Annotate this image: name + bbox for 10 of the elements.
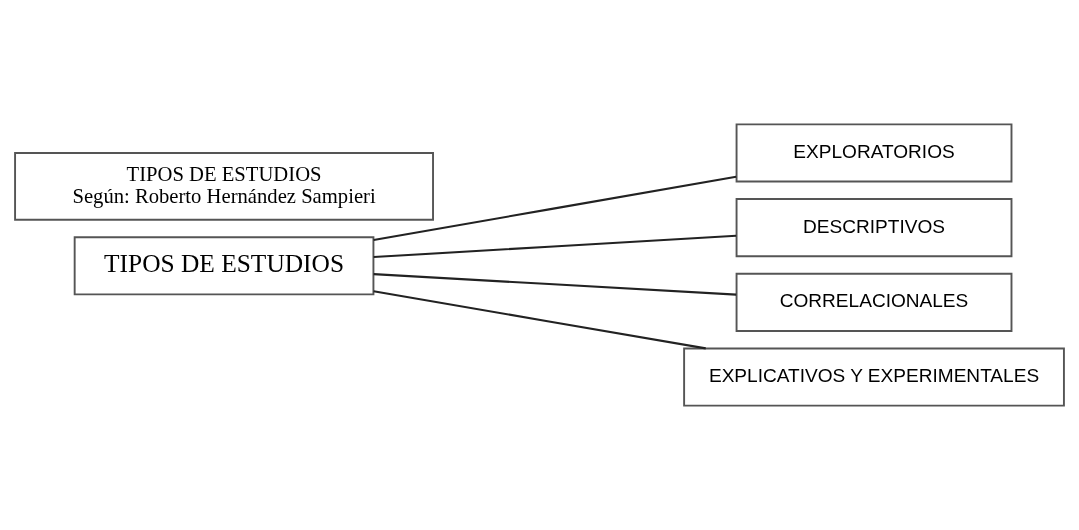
node-box: DESCRIPTIVOS — [735, 198, 1013, 258]
connector — [373, 290, 706, 350]
connector — [373, 175, 737, 241]
connector — [373, 273, 737, 296]
node-box: CORRELACIONALES — [735, 272, 1013, 332]
connector — [373, 234, 737, 259]
node-box: EXPLORATORIOS — [735, 123, 1013, 183]
node-box: EXPLICATIVOS Y EXPERIMENTALES — [683, 347, 1065, 407]
node-box: TIPOS DE ESTUDIOS — [73, 236, 375, 296]
node-box: TIPOS DE ESTUDIOS Según: Roberto Hernández Sampieri — [14, 152, 434, 221]
